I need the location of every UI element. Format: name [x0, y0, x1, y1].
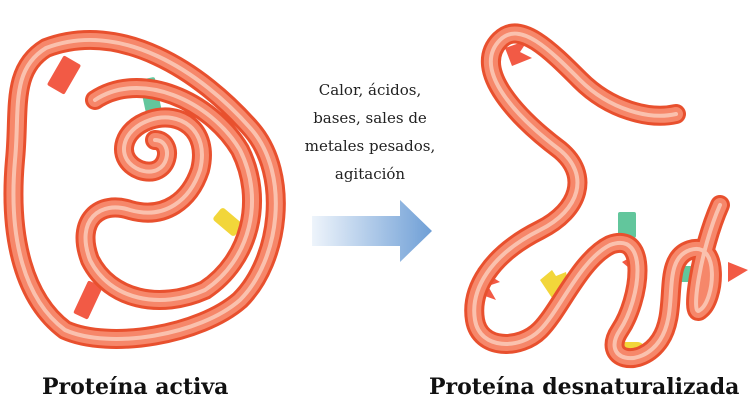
active-tag-red-top: [47, 55, 81, 94]
condition-line-3: metales pesados,: [290, 134, 450, 158]
denatured-protein: [474, 34, 748, 360]
caption-denatured-protein: Proteína desnaturalizada: [429, 374, 739, 400]
caption-active-protein: Proteína activa: [42, 374, 228, 400]
process-arrow: [312, 200, 432, 262]
denatured-tag-red-right: [728, 262, 748, 282]
denatured-strand: [474, 34, 720, 359]
active-protein: [13, 40, 275, 339]
condition-line-2: bases, sales de: [290, 106, 450, 130]
condition-line-4: agitación: [290, 162, 450, 186]
condition-line-1: Calor, ácidos,: [290, 78, 450, 102]
